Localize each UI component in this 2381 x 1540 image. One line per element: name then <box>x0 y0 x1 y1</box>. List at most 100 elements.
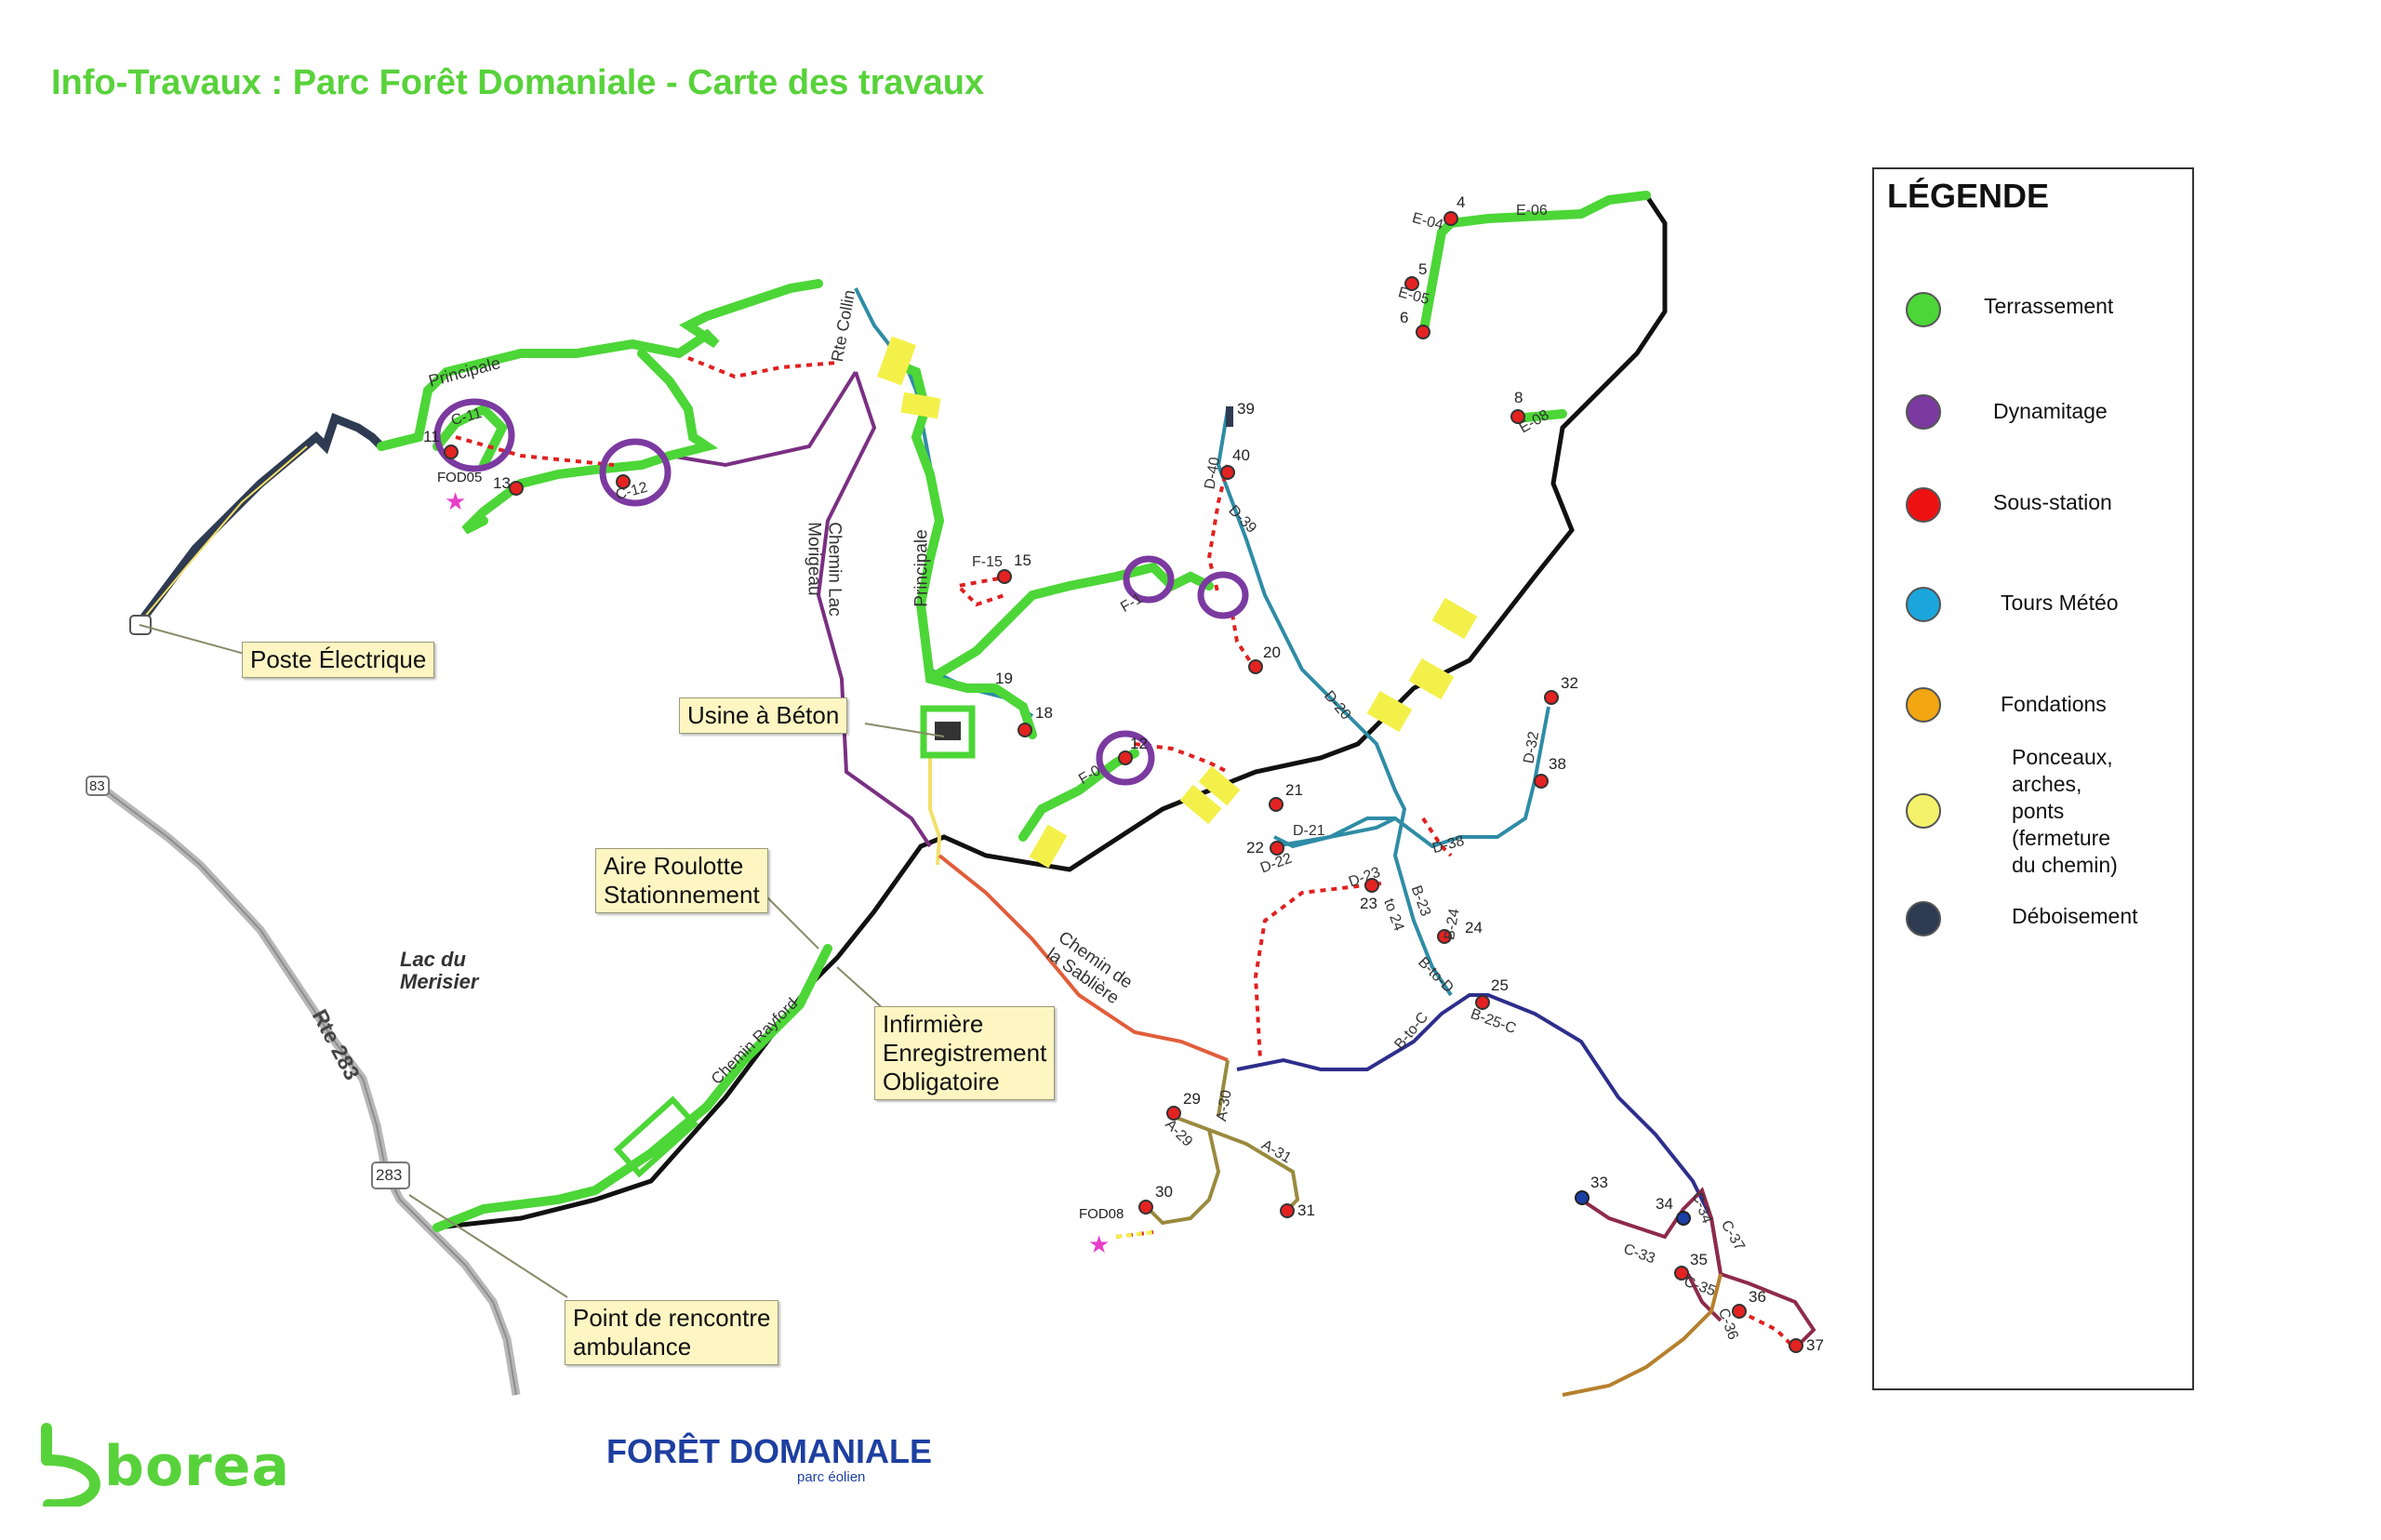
borea-wordmark: borea <box>104 1434 290 1499</box>
site-number: 40 <box>1232 446 1250 464</box>
site-number: 11 <box>423 428 440 445</box>
road-label-sabliere: Chemin de la Sablière <box>1043 927 1137 1009</box>
callout-rencontre-ambulance: Point de rencontre ambulance <box>565 1300 779 1365</box>
road-label-collin: Rte Collin <box>827 288 859 364</box>
site-number: FOD05 <box>437 470 483 485</box>
road-code: C-36 <box>1714 1306 1741 1343</box>
navy-dot-icon <box>1906 901 1941 936</box>
road-code: A-30 <box>1214 1088 1235 1123</box>
road-purple <box>816 371 932 848</box>
road-code: C-37 <box>1717 1217 1748 1255</box>
road-code: E-06 <box>1516 203 1548 219</box>
road-code: C-35 <box>1682 1273 1718 1300</box>
borea-logo-icon <box>41 1423 101 1507</box>
site-number: 24 <box>1465 919 1483 936</box>
site-number: 8 <box>1514 389 1523 406</box>
orange-dot-icon <box>1906 687 1941 723</box>
road-code: D-23 <box>1346 864 1383 891</box>
callout-poste-electrique: Poste Électrique <box>242 642 435 678</box>
road-label-rayford: Chemin Rayford <box>707 994 802 1088</box>
site-number: 29 <box>1183 1090 1201 1108</box>
site-number: 38 <box>1549 755 1566 773</box>
road-deboisement <box>136 413 385 626</box>
road-label-morigeau: Chemin Lac Morigeau <box>804 522 845 617</box>
foret-domaniale-logo: FORÊT DOMANIALE <box>606 1432 932 1470</box>
site-number: 4 <box>1457 193 1466 211</box>
site-number: 18 <box>1035 704 1053 722</box>
road-code: E-05 <box>1396 284 1431 309</box>
road-code: D-32 <box>1521 730 1543 765</box>
chemin-box <box>613 1095 699 1178</box>
road-label-principale: Principale <box>911 529 932 607</box>
road-code: E-08 <box>1516 406 1552 437</box>
green-dot-icon <box>1906 292 1941 327</box>
callout-infirmiere: Infirmière Enregistrement Obligatoire <box>874 1006 1056 1100</box>
legend: LÉGENDE Terrassement Dynamitage Sous-sta… <box>1872 167 2194 1390</box>
culvert-markers <box>876 336 1478 869</box>
dynamite-zones <box>433 398 1249 786</box>
yellow-dot-icon <box>1906 793 1941 829</box>
svg-text:★: ★ <box>1088 1230 1110 1258</box>
road-code: B-25-C <box>1468 1005 1519 1038</box>
site-number: 21 <box>1285 781 1303 799</box>
site-number: 33 <box>1590 1174 1608 1191</box>
site-number: 12 <box>1130 735 1148 752</box>
road-code: D-39 <box>1225 502 1259 537</box>
site-points <box>444 211 1803 1353</box>
road-code: C-11 <box>449 405 484 430</box>
site-number: 35 <box>1690 1251 1708 1268</box>
foret-domaniale-subtitle: parc éolien <box>797 1469 866 1485</box>
callout-usine-beton: Usine à Béton <box>679 697 848 734</box>
road-code: E-04 <box>1410 209 1445 234</box>
road-code: D-38 <box>1430 832 1467 857</box>
red-dot-icon <box>1906 487 1941 523</box>
road-code: D-21 <box>1293 823 1325 839</box>
road-code: A-31 <box>1258 1136 1295 1167</box>
site-number: 34 <box>1656 1195 1673 1213</box>
road-code: B-24 <box>1442 907 1463 942</box>
site-number: 36 <box>1749 1288 1766 1306</box>
road-navy <box>1236 993 1723 1275</box>
svg-text:★: ★ <box>445 487 466 515</box>
site-number: 13 <box>493 474 511 492</box>
road-yellow <box>928 744 942 866</box>
road-code: F-1 <box>1118 591 1146 616</box>
site-number: 30 <box>1155 1183 1173 1201</box>
site-number: 22 <box>1246 839 1264 856</box>
road-code: to 24 <box>1380 896 1407 934</box>
legend-title: LÉGENDE <box>1887 177 2050 215</box>
site-number: 20 <box>1263 644 1281 661</box>
site-number: 32 <box>1561 674 1578 692</box>
road-code: A-29 <box>1162 1116 1196 1150</box>
page-title: Info-Travaux : Parc Forêt Domaniale - Ca… <box>51 63 985 102</box>
site-number: 23 <box>1360 895 1377 912</box>
road-code: D-20 <box>1321 687 1354 724</box>
site-number: 31 <box>1297 1201 1315 1219</box>
site-number: 6 <box>1400 309 1409 326</box>
site-number: 5 <box>1418 260 1428 278</box>
site-number: FOD08 <box>1079 1206 1124 1222</box>
lake-label: Lac du Merisier <box>400 948 479 993</box>
road-maroon <box>1579 1187 1816 1350</box>
purple-dot-icon <box>1906 394 1941 430</box>
road-code: F-15 <box>972 554 1003 570</box>
substation-lines <box>455 356 1797 1350</box>
road-sabliere <box>938 854 1229 1062</box>
site-number: 19 <box>995 670 1013 687</box>
shield-283: 283 <box>376 1166 403 1184</box>
road-code: B-to-D <box>1415 954 1457 997</box>
site-number: 15 <box>1014 551 1031 569</box>
callout-aire-roulotte: Aire Roulotte Stationnement <box>595 848 768 913</box>
blue-dot-icon <box>1906 587 1941 622</box>
shield-83: 83 <box>89 778 105 794</box>
road-code: B-to-C <box>1391 1009 1432 1053</box>
road-code: B-23 <box>1407 883 1434 919</box>
road-code: C-33 <box>1621 1241 1657 1268</box>
site-number: 37 <box>1806 1336 1824 1354</box>
road-code: D-40 <box>1202 456 1224 491</box>
road-code: F-0 <box>1076 763 1104 788</box>
site-number: 39 <box>1237 400 1255 418</box>
road-label-principale-top: Principale <box>426 353 503 391</box>
site-number: 25 <box>1491 976 1509 994</box>
